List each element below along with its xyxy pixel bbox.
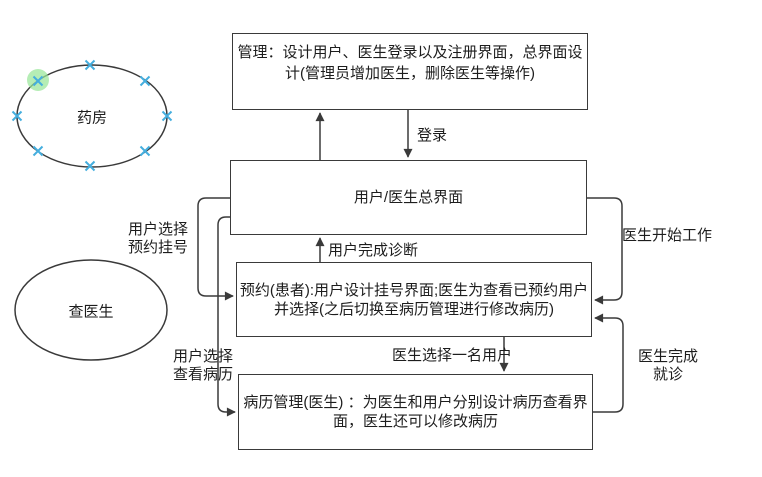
records-box[interactable]: 病历管理(医生) ：为医生和用户分别设计病历查看界 面，医生还可以修改病历 — [238, 374, 593, 450]
doctor-finish-line1: 医生完成 — [637, 348, 699, 365]
handle-bottom-icon[interactable] — [84, 160, 96, 172]
doctor-finish-line2: 就诊 — [652, 366, 684, 383]
user-view-records-line1: 用户选择 — [172, 348, 234, 365]
admin-box-line1: 管理：设计用户、医生登录以及注册界面，总界面设 — [237, 44, 583, 61]
appointment-box-line1: 预约(患者):用户设计挂号界面;医生为查看已预约用户 — [239, 281, 589, 299]
find-doctor-label[interactable]: 查医生 — [68, 303, 114, 321]
records-box-line1: 病历管理(医生) ：为医生和用户分别设计病历查看界 — [243, 394, 588, 411]
main-interface-box[interactable]: 用户/医生总界面 — [230, 160, 587, 235]
edge-doctor-start[interactable] — [587, 197, 623, 305]
handle-bottom-left-icon[interactable] — [32, 145, 44, 157]
handle-top-icon[interactable] — [84, 59, 96, 71]
user-select-appointment-line1: 用户选择 — [127, 221, 189, 238]
doctor-start-edge-label[interactable]: 医生开始工作 — [622, 227, 713, 244]
doctor-finish-edge-label[interactable]: 医生完成 就诊 — [638, 348, 698, 384]
handle-left-icon[interactable] — [11, 110, 23, 122]
login-edge-label[interactable]: 登录 — [417, 127, 448, 144]
user-done-edge-label[interactable]: 用户完成诊断 — [328, 242, 419, 259]
handle-right-icon[interactable] — [161, 110, 173, 122]
edge-doctor-finish[interactable] — [593, 313, 624, 413]
appointment-box-line2: 并选择(之后切换至病历管理进行修改病历) — [274, 300, 554, 318]
find-doctor-ellipse[interactable] — [14, 259, 168, 361]
pharmacy-label[interactable]: 药房 — [76, 109, 108, 127]
doctor-pick-user-edge-label[interactable]: 医生选择一名用户 — [391, 347, 513, 364]
handle-top-right-icon[interactable] — [139, 75, 151, 87]
user-select-appointment-edge-label[interactable]: 用户选择 预约挂号 — [128, 221, 188, 257]
user-view-records-edge-label[interactable]: 用户选择 查看病历 — [173, 348, 233, 384]
edge-user-select-appointment[interactable] — [197, 197, 234, 301]
appointment-box[interactable]: 预约(患者):用户设计挂号界面;医生为查看已预约用户 并选择(之后切换至病历管理… — [236, 262, 592, 337]
selection-handles[interactable] — [11, 59, 173, 172]
admin-box-line2: 计(管理员增加医生，删除医生等操作) — [285, 65, 535, 82]
user-select-appointment-line2: 预约挂号 — [127, 239, 189, 256]
records-box-line2: 面，医生还可以修改病历 — [332, 413, 498, 430]
handle-top-left-icon[interactable] — [32, 75, 44, 87]
handle-bottom-right-icon[interactable] — [139, 145, 151, 157]
main-interface-label: 用户/医生总界面 — [353, 189, 464, 206]
user-view-records-line2: 查看病历 — [172, 366, 234, 383]
admin-box[interactable]: 管理：设计用户、医生登录以及注册界面，总界面设 计(管理员增加医生，删除医生等操… — [232, 33, 588, 110]
edge-user-view-records[interactable] — [217, 216, 236, 417]
